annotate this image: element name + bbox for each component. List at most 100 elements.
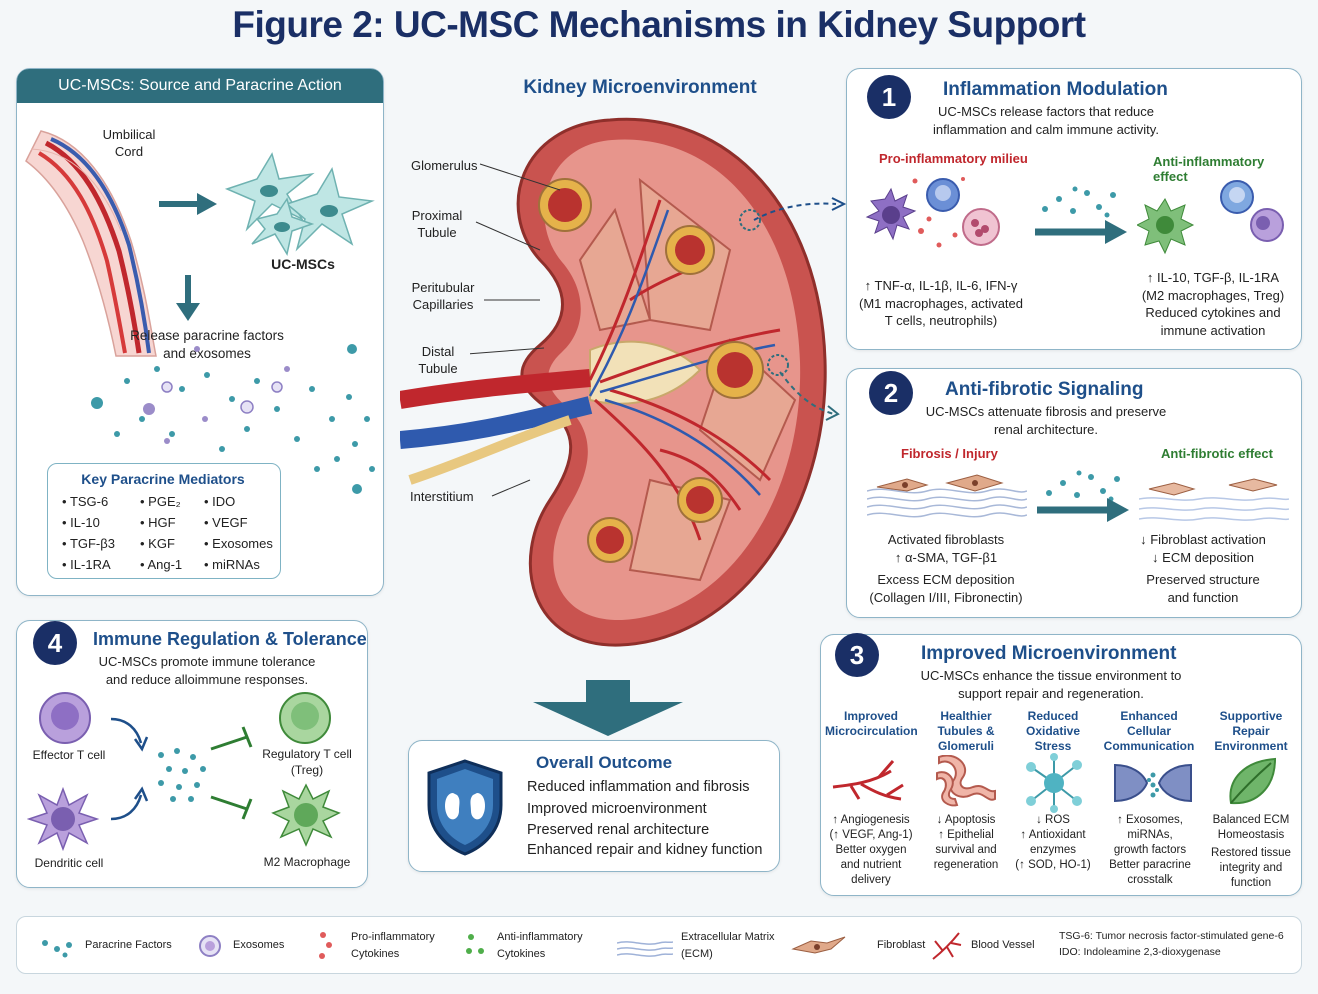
release-text: Release paracrine factors and exosomes: [130, 328, 284, 361]
outcome-item: Reduced inflammation and fibrosis: [527, 779, 750, 795]
paracrine-particles-icon: [1042, 186, 1116, 218]
regulatory-t-cell-label: Regulatory T cell (Treg): [262, 747, 352, 777]
anti-inflammatory-cytokines-legend-icon: [466, 934, 484, 954]
sec1-left-heading: Pro-inflammatory milieu: [879, 151, 1028, 166]
dashed-arrow-sec1: [753, 197, 846, 221]
sec3-title: Improved Microenvironment: [921, 643, 1177, 664]
regulatory-t-cell-icon: [279, 692, 331, 744]
sec3-col-heading: Enhanced Cellular Communication: [1103, 709, 1195, 753]
mediator-item: • Exosomes: [204, 536, 273, 551]
sec1-number-badge: 1: [867, 75, 911, 119]
fibroblast-legend-icon: [791, 936, 846, 954]
legend-label: Paracrine Factors: [85, 939, 172, 951]
tubules-icon: [936, 755, 996, 807]
effector-t-cell-label: Effector T cell: [32, 748, 106, 762]
paracrine-particles-icon: [158, 748, 206, 802]
arrow-down-icon: [176, 275, 200, 321]
mediator-item: • HGF: [140, 515, 176, 530]
msc-cells-illustration: [224, 152, 375, 257]
sec1-subtitle: UC-MSCs release factors that reduce infl…: [933, 104, 1159, 137]
sec2-right-heading: Anti-fibrotic effect: [1161, 446, 1273, 461]
paracrine-particles-illustration: [91, 344, 375, 494]
anti-inflammatory-cells-illustration: [1137, 180, 1284, 255]
sec4-number-badge: 4: [33, 621, 77, 665]
anti-fibrotic-ecm-illustration: [1139, 478, 1289, 521]
dashed-arrow-sec2: [779, 371, 840, 421]
mediator-item: • TGF-β3: [62, 536, 115, 551]
mediators-title: Key Paracrine Mediators: [81, 471, 245, 487]
distal-tubule-label: Distal Tubule: [418, 344, 458, 376]
outcome-item: Preserved renal architecture: [527, 822, 710, 838]
source-panel: UC-MSCs: Source and Paracrine Action Umb…: [16, 68, 384, 596]
legend-label: Blood Vessel: [971, 939, 1035, 951]
sec3-col-heading: Healthier Tubules & Glomeruli: [937, 709, 995, 753]
kidney-leader-lines: [470, 163, 561, 497]
arrow-curved-icon: [110, 786, 149, 821]
sec1-right-heading: Anti-inflammatory effect: [1153, 154, 1265, 184]
m2-macrophage-label: M2 Macrophage: [263, 855, 351, 869]
sec1-right-text: ↑ IL-10, TGF-β, IL-1RA(M2 macrophages, T…: [1141, 270, 1285, 338]
kidney-illustration: [400, 117, 827, 647]
inhibition-icon: [210, 795, 253, 820]
source-panel-header: UC-MSCs: Source and Paracrine Action: [17, 69, 383, 103]
fibrosis-ecm-illustration: [867, 474, 1027, 518]
dendritic-cell-icon: [27, 786, 100, 851]
uc-mscs-label: UC-MSCs: [271, 256, 335, 272]
sec4-title: Immune Regulation & Tolerance: [93, 629, 367, 649]
legend-notes: TSG-6: Tumor necrosis factor-stimulated …: [1059, 930, 1284, 958]
sec3-col-heading: Reduced Oxidative Stress: [1025, 709, 1081, 753]
sec3-col-heading: Supportive Repair Environment: [1214, 709, 1288, 753]
sec2-title: Anti-fibrotic Signaling: [945, 379, 1144, 400]
page-title: Figure 2: UC-MSC Mechanisms in Kidney Su…: [232, 4, 1086, 45]
mediator-item: • IL-1RA: [62, 557, 111, 572]
mediator-item: • PGE₂: [140, 494, 181, 509]
outcome-title: Overall Outcome: [535, 753, 673, 772]
antioxidant-molecule-icon: [1026, 753, 1082, 813]
sec3-col-text: ↑ Angiogenesis(↑ VEGF, Ang-1)Better oxyg…: [829, 814, 913, 886]
legend-label: Fibroblast: [877, 939, 926, 951]
sec3-number-badge: 3: [835, 633, 879, 677]
legend-label: Pro-inflammatory Cytokines: [351, 931, 435, 960]
sec4-subtitle: UC-MSCs promote immune tolerance and red…: [98, 654, 316, 687]
blood-vessel-icon: [832, 760, 904, 801]
mediator-item: • IL-10: [62, 515, 100, 530]
arrow-right-icon: [1037, 498, 1129, 522]
umbilical-cord-illustration: [25, 130, 157, 357]
legend-label: Exosomes: [233, 939, 285, 951]
umbilical-cord-label: Umbilical Cord: [102, 127, 156, 159]
arrow-curved-icon: [110, 717, 149, 752]
sec2-number-badge: 2: [869, 371, 913, 415]
outcome-item: Improved microenvironment: [527, 801, 707, 817]
arrow-right-icon: [1035, 220, 1127, 244]
mediator-item: • IDO: [204, 494, 236, 509]
sec4-panel: 4 Immune Regulation & Tolerance UC-MSCs …: [16, 620, 368, 888]
sec3-subtitle: UC-MSCs enhance the tissue environment t…: [920, 668, 1182, 701]
outcome-item: Enhanced repair and kidney function: [527, 842, 763, 858]
kidney-title: Kidney Microenvironment: [523, 77, 757, 98]
pro-inflammatory-cells-illustration: [865, 177, 1000, 248]
mediator-item: • KGF: [140, 536, 175, 551]
inhibition-icon: [210, 726, 253, 751]
dendritic-cell-label: Dendritic cell: [34, 856, 104, 870]
mediator-item: • TSG-6: [62, 494, 109, 509]
legend-label: Anti-inflammatory Cytokines: [497, 931, 583, 960]
paracrine-factors-legend-icon: [42, 940, 72, 958]
synapse-communication-icon: [1114, 763, 1192, 803]
outcome-panel: Overall Outcome Reduced inflammation and…: [408, 740, 780, 872]
sec2-left-heading: Fibrosis / Injury: [901, 446, 998, 461]
pro-inflammatory-cytokines-legend-icon: [319, 932, 332, 959]
sec1-title: Inflammation Modulation: [943, 79, 1168, 100]
leaf-icon: [1229, 757, 1277, 805]
proximal-tubule-label: Proximal Tubule: [411, 208, 463, 240]
mediator-item: • Ang-1: [140, 557, 183, 572]
mediator-item: • miRNAs: [204, 557, 260, 572]
legend: Paracrine Factors Exosomes Pro-inflammat…: [16, 916, 1302, 974]
effector-t-cell-icon: [39, 692, 91, 744]
sec1-panel: 1 Inflammation Modulation UC-MSCs releas…: [846, 68, 1302, 350]
sec1-left-text: ↑ TNF-α, IL-1β, IL-6, IFN-γ(M1 macrophag…: [858, 278, 1024, 329]
